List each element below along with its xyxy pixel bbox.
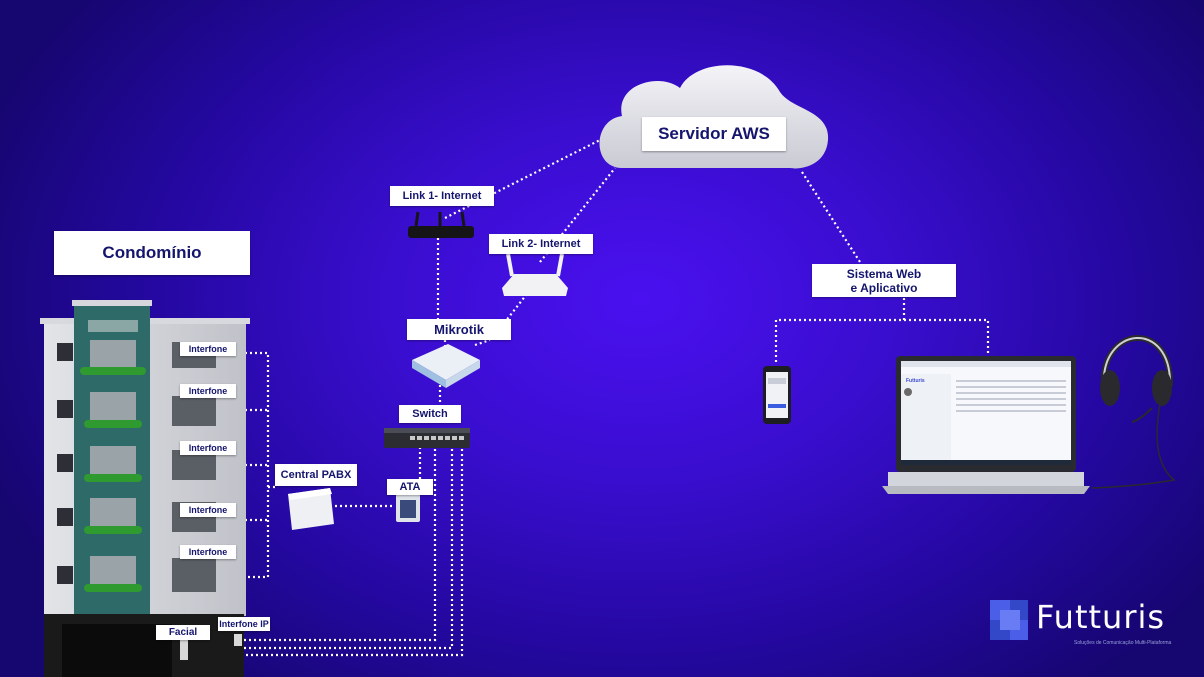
smartphone-device [763, 366, 791, 424]
condominium-building [40, 300, 250, 677]
sistema-web-line1: Sistema Web [846, 266, 922, 281]
brand-tagline: Soluções de Comunicação Multi-Plataforma [1074, 640, 1172, 646]
mikrotik-label: Mikrotik [407, 319, 511, 340]
interfone-ip-label: Interfone IP [218, 617, 270, 631]
ata-device [396, 494, 420, 522]
router-1-device [408, 211, 474, 238]
futturis-logo-icon [990, 600, 1028, 640]
aws-server-label: Servidor AWS [642, 117, 786, 151]
interfone-label-2: Interfone [180, 384, 236, 398]
connection-lines [190, 139, 990, 657]
switch-device [384, 428, 470, 448]
facial-label: Facial [156, 625, 210, 640]
headset-device [1091, 335, 1176, 489]
mikrotik-device [412, 344, 480, 388]
ata-label: ATA [387, 479, 433, 495]
link2-label: Link 2- Internet [489, 234, 593, 254]
interfone-label-4: Interfone [180, 503, 236, 517]
router-2-device [502, 253, 568, 296]
laptop-app-logo: Futturis [906, 378, 925, 384]
sistema-web-line2: e Aplicativo [850, 280, 918, 295]
pabx-device [288, 488, 334, 530]
pabx-label: Central PABX [275, 464, 357, 486]
switch-label: Switch [399, 405, 461, 423]
brand-name: Futturis [1036, 598, 1166, 636]
interfone-label-3: Interfone [180, 441, 236, 455]
interfone-label-5: Interfone [180, 545, 236, 559]
futturis-brand: Futturis [986, 597, 1165, 637]
condominio-label: Condomínio [54, 231, 250, 275]
interfone-label-1: Interfone [180, 342, 236, 356]
link1-label: Link 1- Internet [390, 186, 494, 206]
laptop-device [882, 356, 1090, 494]
sistema-web-label: Sistema Web e Aplicativo [812, 264, 956, 297]
